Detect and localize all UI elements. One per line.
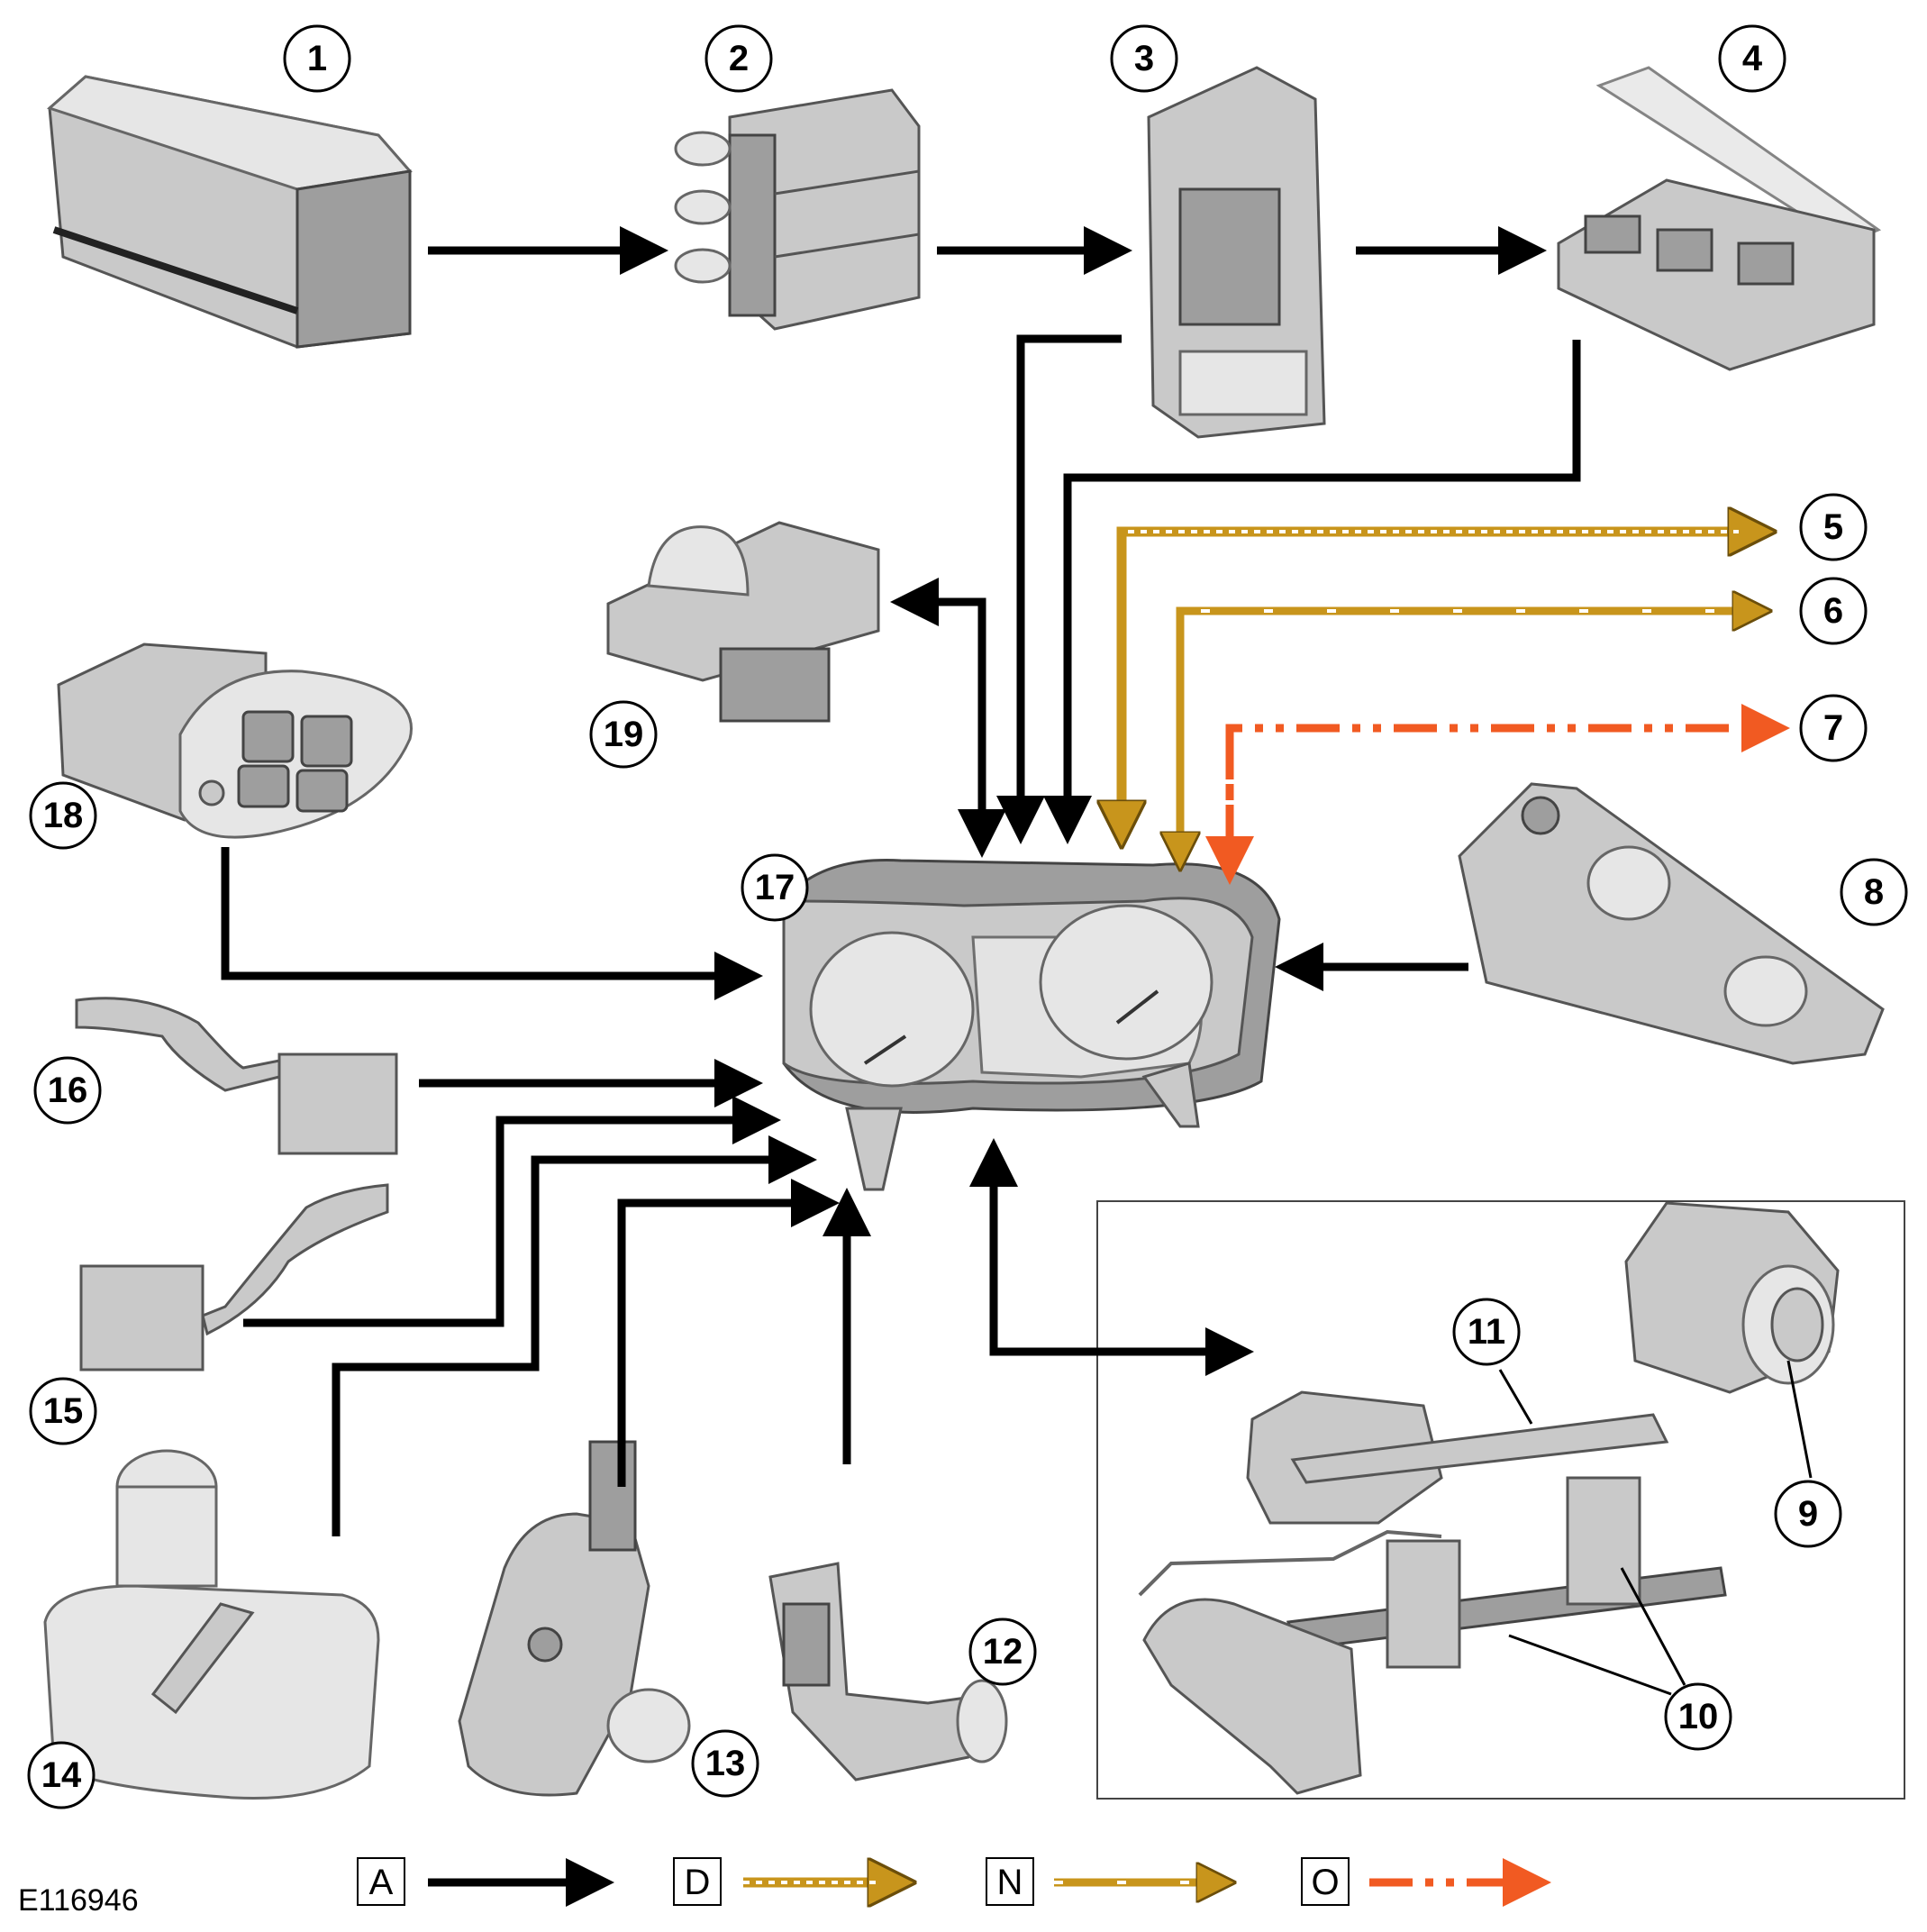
switch-pack-icon	[1458, 782, 1885, 1065]
svg-text:5: 5	[1823, 507, 1843, 547]
callout-5: 5	[1799, 493, 1868, 561]
callout-12: 12	[968, 1618, 1037, 1686]
fluid-reservoir-icon	[43, 1449, 380, 1800]
svg-text:10: 10	[1678, 1697, 1719, 1736]
instrument-cluster-icon	[782, 859, 1281, 1191]
sensor-module-icon	[606, 521, 880, 723]
callout-11: 11	[1452, 1298, 1521, 1366]
svg-text:A: A	[369, 1863, 394, 1902]
callout-3: 3	[1110, 24, 1178, 93]
svg-text:7: 7	[1823, 708, 1843, 748]
callout-16: 16	[33, 1056, 102, 1125]
callout-9: 9	[1774, 1480, 1842, 1548]
svg-text:N: N	[997, 1863, 1023, 1902]
svg-text:9: 9	[1798, 1494, 1818, 1534]
relay-box-icon	[1557, 66, 1882, 371]
callout-13: 13	[691, 1729, 759, 1798]
callout-7: 7	[1799, 694, 1868, 762]
callout-10: 10	[1664, 1682, 1732, 1751]
svg-text:12: 12	[983, 1632, 1023, 1672]
callout-15: 15	[29, 1377, 97, 1445]
legend: A D N O	[357, 1857, 1551, 1907]
svg-text:D: D	[685, 1863, 711, 1902]
svg-text:4: 4	[1742, 39, 1763, 78]
callout-14: 14	[27, 1741, 95, 1809]
battery-icon	[47, 75, 413, 349]
callout-1: 1	[283, 24, 351, 93]
callout-4: 4	[1718, 24, 1786, 93]
svg-text:8: 8	[1864, 872, 1884, 912]
svg-text:3: 3	[1134, 39, 1154, 78]
callout-17: 17	[741, 853, 809, 922]
position-sensor-icon	[768, 1562, 1008, 1782]
figure-reference: E116946	[18, 1883, 139, 1918]
callout-18: 18	[29, 781, 97, 850]
svg-text:19: 19	[604, 715, 644, 754]
indicator-stalk-icon	[79, 1183, 389, 1372]
svg-text:14: 14	[41, 1755, 82, 1795]
svg-text:17: 17	[755, 868, 795, 907]
fuse-block-icon	[674, 88, 921, 331]
legend-item-d: D	[673, 1857, 892, 1905]
legend-item-o: O	[1301, 1857, 1551, 1907]
signal-lines	[221, 226, 1790, 1536]
brake-switch-icon	[1624, 1201, 1840, 1394]
legend-item-n: N	[986, 1857, 1216, 1906]
callout-19: 19	[589, 700, 658, 769]
steering-wheel-switch-icon	[57, 642, 413, 839]
svg-text:6: 6	[1823, 591, 1843, 631]
fuse-box-icon	[1147, 66, 1326, 439]
callout-2: 2	[704, 24, 773, 93]
callout-8: 8	[1840, 858, 1908, 926]
svg-text:11: 11	[1468, 1312, 1505, 1352]
svg-text:13: 13	[705, 1744, 746, 1783]
callouts: 1 2 3 4 5 6 7 8 9 10 11 12 13 14 15 16 1…	[27, 24, 1908, 1809]
gear-shift-assembly-icon	[1138, 1390, 1727, 1795]
svg-text:2: 2	[729, 39, 749, 78]
detail-frame	[1096, 1200, 1905, 1800]
brake-booster-icon	[458, 1440, 691, 1797]
svg-text:18: 18	[43, 796, 84, 835]
legend-item-a: A	[357, 1857, 614, 1907]
svg-text:O: O	[1311, 1863, 1339, 1902]
wiper-stalk-icon	[75, 997, 398, 1155]
callout-6: 6	[1799, 577, 1868, 645]
svg-text:1: 1	[307, 39, 327, 78]
svg-text:15: 15	[43, 1391, 84, 1431]
leader-lines	[1498, 1360, 1813, 1696]
svg-text:16: 16	[48, 1071, 88, 1110]
